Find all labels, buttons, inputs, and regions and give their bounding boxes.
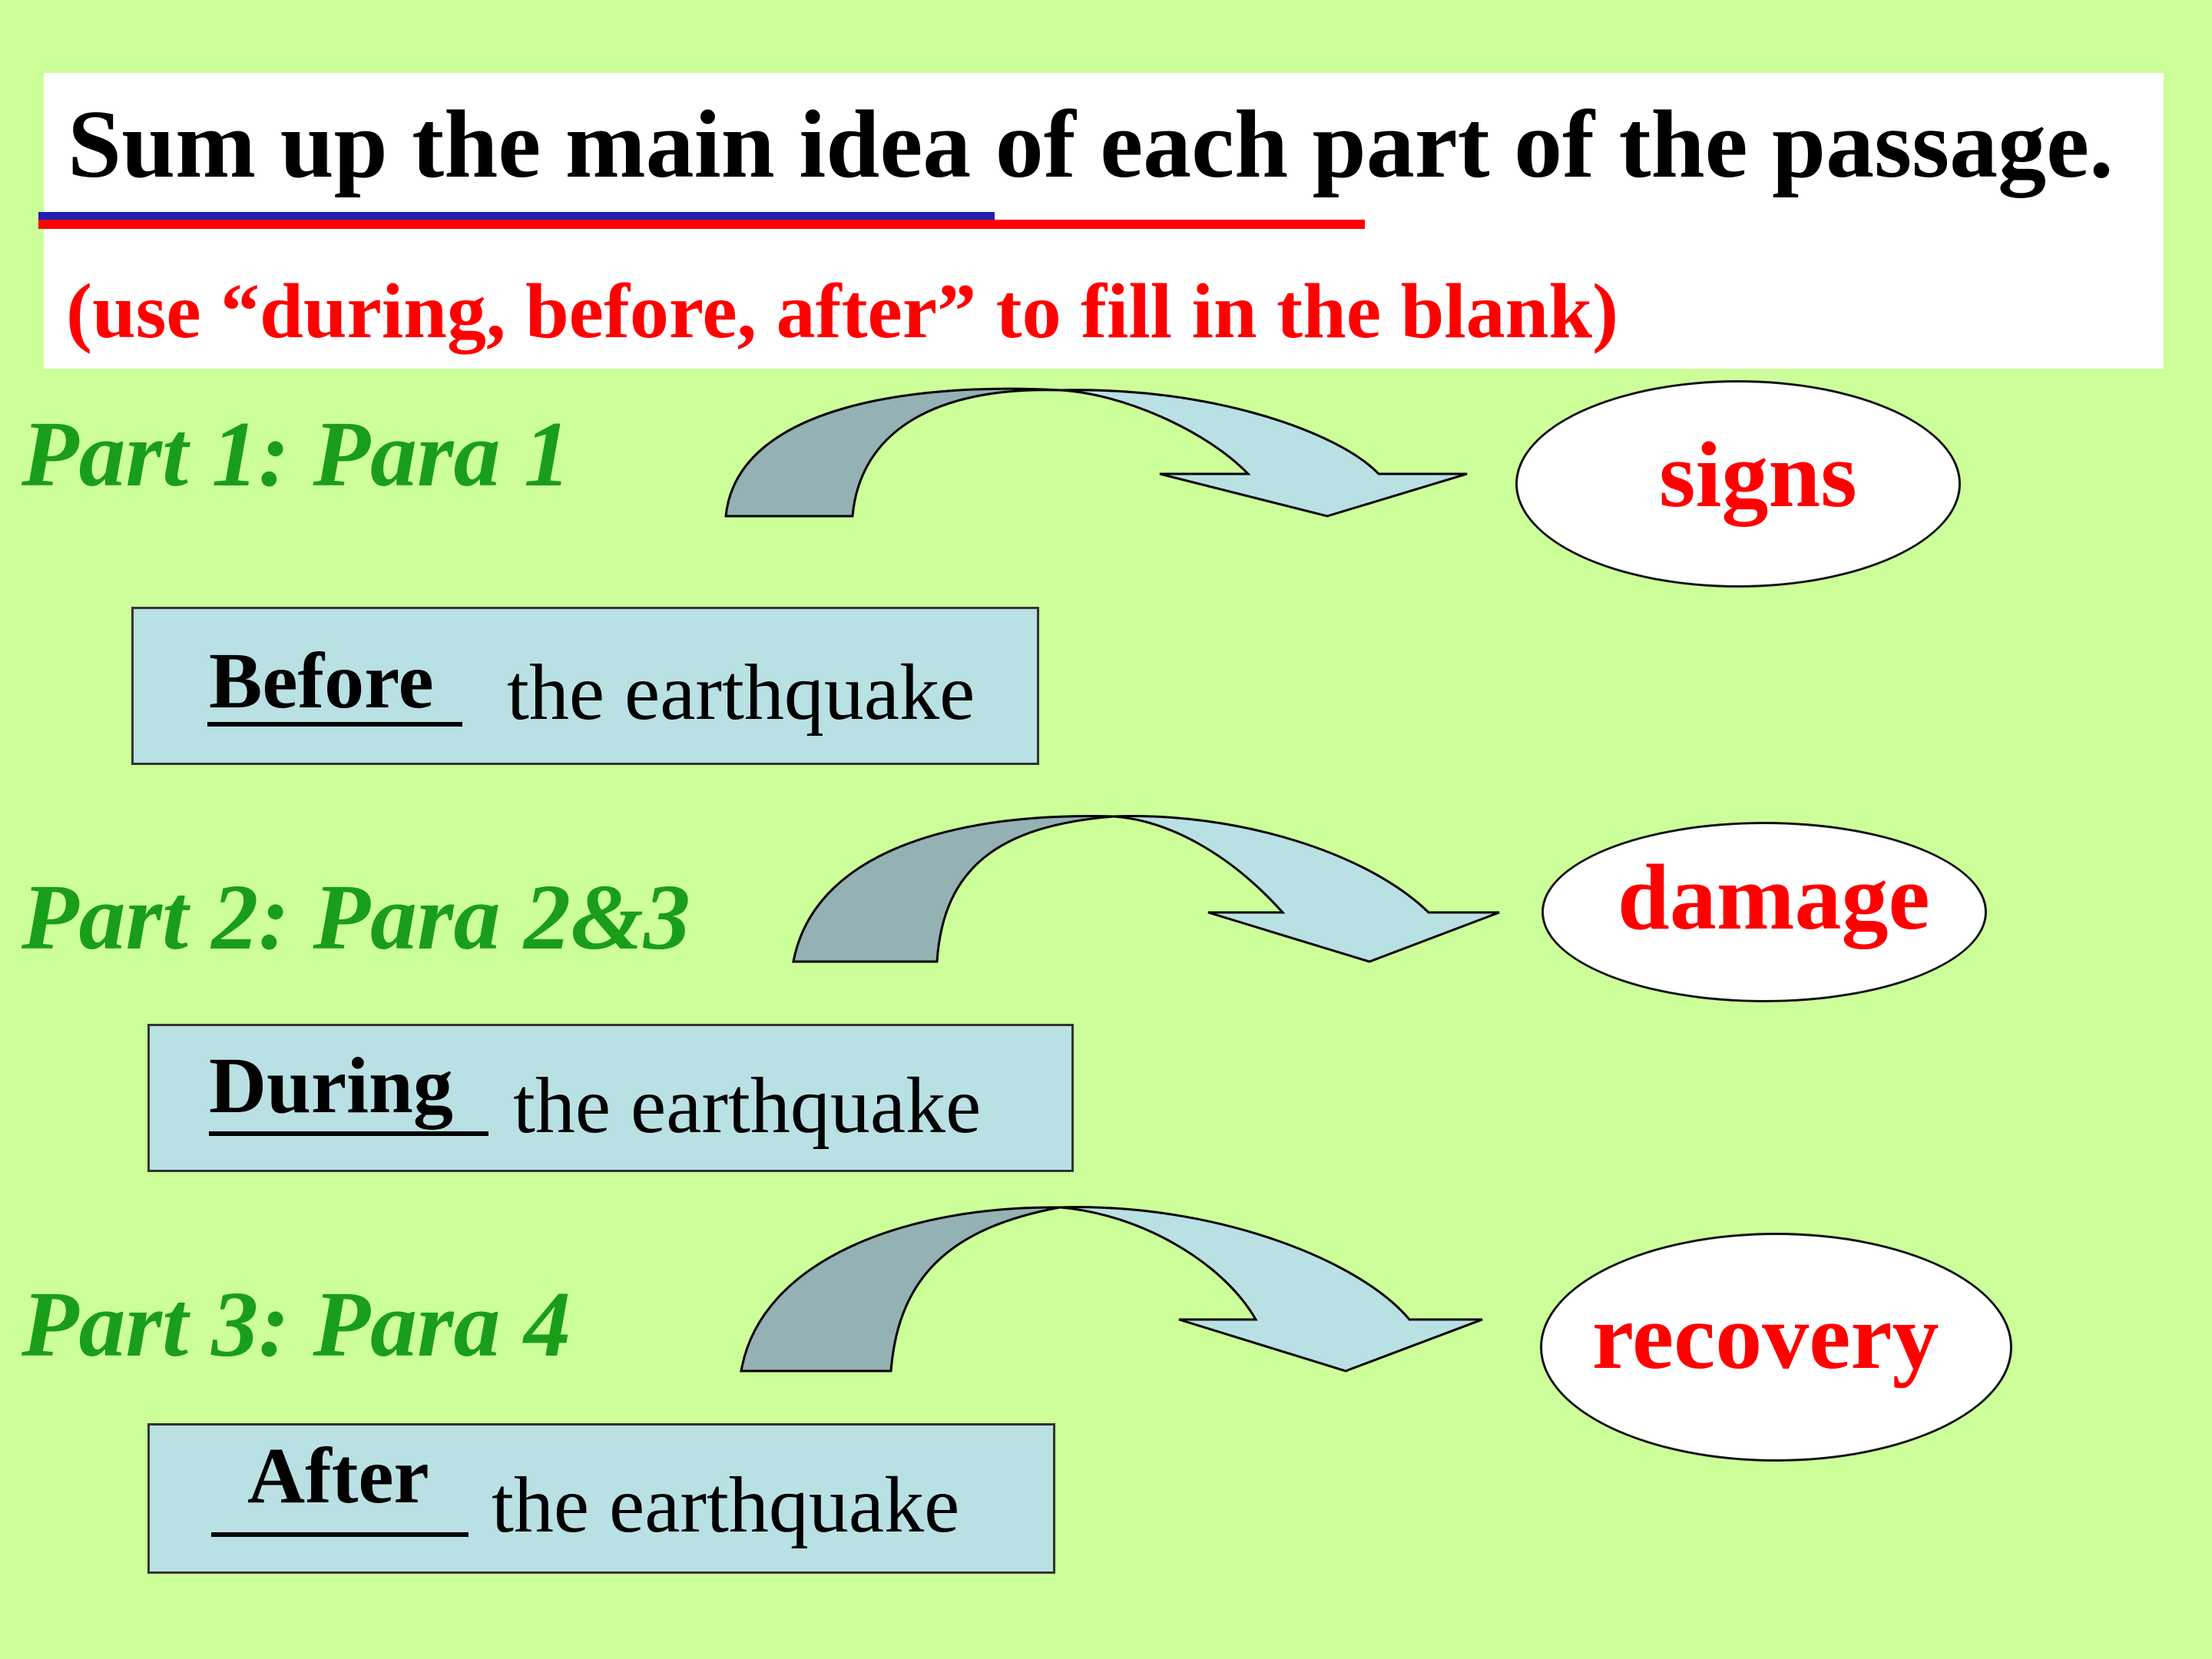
answer-phrase: the earthquake (492, 1461, 960, 1549)
answer-box (147, 1024, 1074, 1172)
answer-during: During (209, 1041, 453, 1130)
answer-box (131, 607, 1039, 765)
answer-before: Before (209, 637, 434, 725)
answer-blank (211, 1532, 469, 1537)
topic-recovery: recovery (1592, 1285, 1939, 1389)
part-2-label: Part 2: Para 2&3 (22, 866, 690, 969)
topic-damage: damage (1618, 846, 1930, 949)
answer-blank (207, 722, 462, 727)
part-3-label: Part 3: Para 4 (22, 1273, 571, 1376)
title-underline-red (38, 220, 1365, 229)
topic-ellipse (1541, 822, 1987, 1002)
answer-box (147, 1423, 1055, 1574)
answer-blank (209, 1131, 488, 1136)
topic-signs: signs (1659, 423, 1857, 527)
topic-ellipse (1515, 380, 1961, 588)
answer-phrase: the earthquake (507, 648, 975, 737)
title-underline-blue (38, 212, 995, 220)
topic-ellipse (1540, 1233, 2012, 1462)
part-1-label: Part 1: Para 1 (22, 402, 571, 506)
answer-phrase: the earthquake (513, 1061, 982, 1150)
instruction-text: (use “during, before, after” to fill in … (66, 268, 1619, 355)
answer-after: After (247, 1432, 429, 1520)
page-title: Sum up the main idea of each part of the… (68, 91, 2114, 198)
